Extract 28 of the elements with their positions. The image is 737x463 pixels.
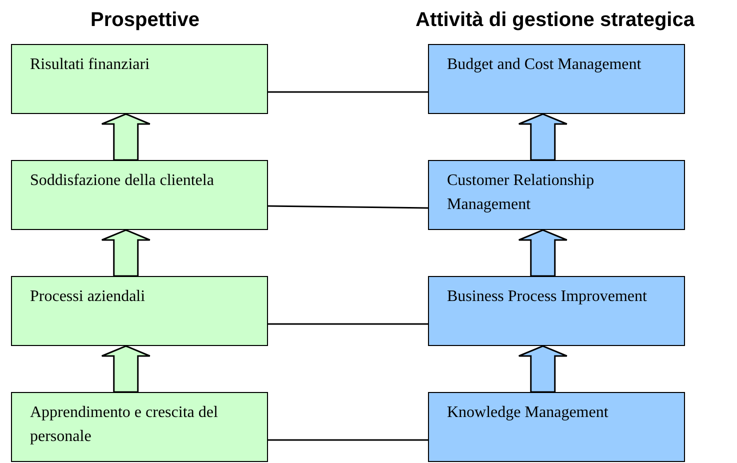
box-label: Apprendimento e crescita del personale <box>30 403 219 447</box>
connector-line <box>268 323 428 325</box>
box-label: Processi aziendali <box>30 287 146 307</box>
box-label: Business Process Improvement <box>447 287 648 307</box>
block-arrow <box>518 229 568 277</box>
process-box <box>428 160 685 230</box>
connector-line <box>268 91 428 93</box>
process-box <box>428 44 685 114</box>
block-arrow <box>101 229 151 277</box>
process-box <box>428 276 685 346</box>
column-heading: Attività di gestione strategica <box>416 8 694 32</box>
block-arrow <box>101 345 151 393</box>
process-box <box>11 44 268 114</box>
box-label: Customer Relationship Management <box>447 171 596 215</box>
process-box <box>11 160 268 230</box>
column-heading: Prospettive <box>90 8 200 32</box>
process-box <box>428 392 685 462</box>
box-label: Soddisfazione della clientela <box>30 171 215 191</box>
box-label: Budget and Cost Management <box>447 55 642 75</box>
box-label: Knowledge Management <box>447 403 610 423</box>
process-box <box>11 392 268 462</box>
connector-line <box>268 205 428 209</box>
block-arrow <box>518 345 568 393</box>
box-label: Risultati finanziari <box>30 55 151 75</box>
block-arrow <box>101 113 151 161</box>
process-box <box>11 276 268 346</box>
connector-line <box>268 439 428 441</box>
block-arrow <box>518 113 568 161</box>
